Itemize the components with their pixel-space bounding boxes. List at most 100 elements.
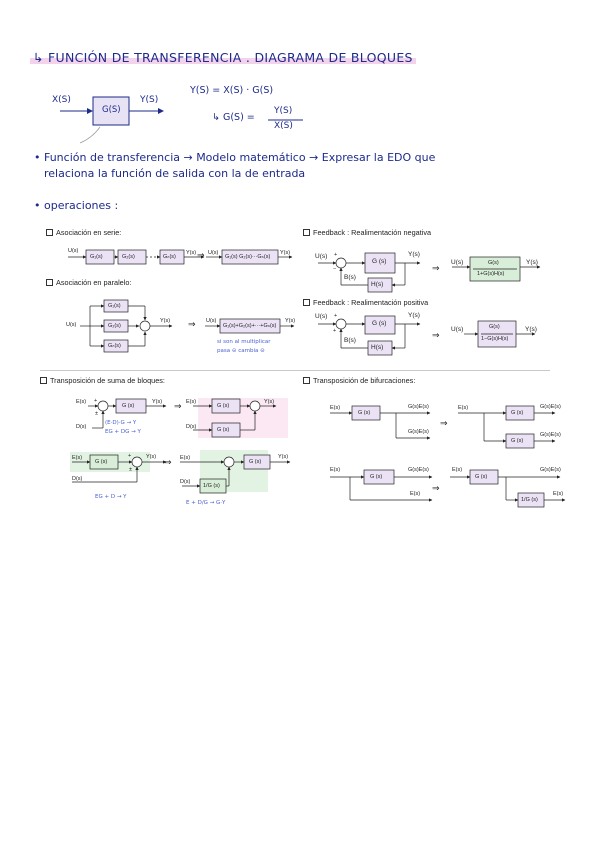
equation-numerator: Y(S)	[274, 106, 293, 116]
block-g-b: G (s)	[511, 438, 524, 444]
equivalence-arrow: ⇒	[432, 483, 440, 493]
equivalence-arrow: ⇒	[188, 319, 196, 329]
label-e: E(s)	[72, 455, 83, 461]
label-u: U(s)	[68, 248, 79, 254]
handwritten-note-1: EG + D → Y	[95, 494, 127, 500]
label-u: U(s)	[315, 253, 328, 260]
section-divider	[40, 370, 550, 371]
handwritten-note-1: (E·D)·G → Y	[105, 420, 137, 426]
sign-plus: +	[334, 252, 338, 258]
label-result-1: G(s)E(s)	[540, 404, 561, 410]
result-numerator: G(s)	[488, 260, 499, 266]
label-output-2: G(s)E(s)	[408, 429, 429, 435]
equation-denominator: X(S)	[274, 121, 293, 131]
equivalence-arrow: ⇒	[174, 401, 182, 411]
label-output-1: G(s)E(s)	[408, 404, 429, 410]
block-h: H(s)	[371, 344, 384, 351]
label-d: D(s)	[72, 476, 83, 482]
block-g: G (s)	[475, 474, 488, 480]
block-inverse-g: 1/G (s)	[521, 497, 538, 503]
block-g-a: G (s)	[511, 410, 524, 416]
block-gn: Gₙ(s)	[163, 254, 176, 260]
header-block-label: G(S)	[102, 105, 121, 115]
block-g-b: G (s)	[217, 427, 230, 433]
label-u2: U(s)	[206, 318, 217, 324]
label-u2: U(s)	[208, 250, 219, 256]
block-h: H(s)	[371, 281, 384, 288]
result-denominator: 1+G(s)H(s)	[477, 271, 505, 277]
equivalence-arrow: ⇒	[432, 330, 440, 340]
label-u: U(s)	[66, 322, 77, 328]
label-u2: U(s)	[451, 326, 464, 333]
checkbox-icon	[46, 279, 53, 286]
section-suma-bloques: Transposición de suma de bloques:	[40, 376, 165, 385]
header-output-label: Y(S)	[140, 95, 159, 105]
equation-output: Y(S) = X(S) · G(S)	[190, 85, 274, 96]
checkbox-icon	[40, 377, 47, 384]
section-feedback-positiva: Feedback : Realimentación positiva	[303, 298, 428, 307]
label-y: Y(s)	[160, 318, 171, 324]
sign-plus: +	[94, 398, 98, 404]
label-e2: E(s)	[452, 467, 463, 473]
block-gn: Gₙ(s)	[108, 343, 121, 349]
block-g-a: G (s)	[217, 403, 230, 409]
label-e: E(s)	[330, 405, 341, 411]
label-e2: E(s)	[186, 399, 197, 405]
sign-pm: ±	[95, 411, 99, 417]
block-g: G (s)	[249, 459, 262, 465]
label-y2: Y(s)	[525, 326, 537, 333]
section-serie: Asociación en serie:	[46, 228, 121, 237]
sign-minus: −	[333, 266, 337, 272]
label-d2: D(s)	[180, 479, 191, 485]
label-e2: E(s)	[458, 405, 469, 411]
page-title: ↳ FUNCIÓN DE TRANSFERENCIA . DIAGRAMA DE…	[30, 50, 416, 65]
equivalence-arrow: ⇒	[440, 418, 448, 428]
label-e2: E(s)	[180, 455, 191, 461]
label-result-2: G(s)E(s)	[540, 432, 561, 438]
label-y2: Y(s)	[285, 318, 296, 324]
label-y: Y(s)	[408, 312, 420, 319]
handwritten-note-1: si son al multiplicar	[217, 339, 271, 345]
label-y2: Y(s)	[264, 399, 275, 405]
block-serie-result: G₁(s) G₂(s)···Gₙ(s)	[225, 254, 271, 260]
handwritten-note-2: EG + DG → Y	[105, 429, 141, 435]
checkbox-icon	[46, 229, 53, 236]
label-y: Y(s)	[408, 251, 420, 258]
checkbox-icon	[303, 299, 310, 306]
block-g2: G₂(s)	[122, 254, 135, 260]
block-g1: G₁(s)	[108, 303, 121, 309]
section-paralelo: Asociación en paralelo:	[46, 278, 131, 287]
equation-transfer-prefix: ↳ G(S) =	[212, 112, 255, 123]
block-g1: G₁(s)	[90, 254, 103, 260]
block-g: G (s)	[370, 474, 383, 480]
label-output-1: G(s)E(s)	[408, 467, 429, 473]
checkbox-icon	[303, 377, 310, 384]
block-inverse-g: 1/G (s)	[203, 483, 220, 489]
label-y: Y(s)	[186, 250, 197, 256]
block-paralelo-result: G₁(s)+G₂(s)+···+Gₙ(s)	[223, 323, 277, 329]
equivalence-arrow: ⇒	[432, 263, 440, 273]
label-y: Y(s)	[146, 454, 157, 460]
label-d: D(s)	[76, 424, 87, 430]
equivalence-arrow: ⇒	[197, 250, 205, 260]
block-g: G (s)	[372, 258, 387, 265]
block-g: G (s)	[358, 410, 371, 416]
label-e: E(s)	[330, 467, 341, 473]
definition-line-1: • Función de transferencia → Modelo mate…	[34, 151, 436, 164]
label-result-2: E(s)	[553, 491, 564, 497]
equivalence-arrow: ⇒	[164, 457, 172, 467]
operaciones-label: • operaciones :	[34, 199, 119, 212]
result-denominator: 1−G(s)H(s)	[481, 336, 509, 342]
sign-plus: +	[334, 313, 338, 319]
definition-line-2: relaciona la función de salida con la de…	[44, 167, 306, 180]
header-input-label: X(S)	[52, 95, 71, 105]
sign-pm: ±	[129, 467, 133, 473]
result-numerator: G(s)	[489, 324, 500, 330]
label-u2: U(s)	[451, 259, 464, 266]
block-g: G (s)	[95, 459, 108, 465]
block-g: G (s)	[122, 403, 135, 409]
label-result-1: G(s)E(s)	[540, 467, 561, 473]
sign-plus-2: +	[333, 328, 337, 334]
